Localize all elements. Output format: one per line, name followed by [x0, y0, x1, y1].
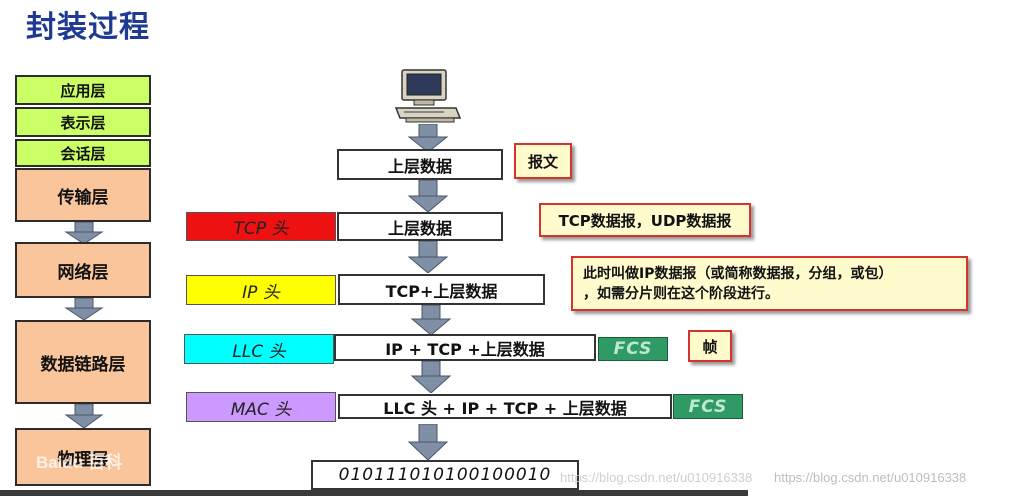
- ip-payload: TCP+上层数据: [338, 274, 545, 305]
- down-arrow-icon: [407, 124, 449, 152]
- tcp-header: TCP 头: [186, 212, 336, 241]
- ip-header: IP 头: [186, 275, 336, 305]
- page-title: 封装过程: [26, 10, 150, 45]
- bitstream-box: 010111010100100010: [311, 460, 579, 490]
- layer-application: 应用层: [15, 75, 151, 105]
- baidu-watermark: Baidu 百科: [36, 453, 122, 472]
- bottom-bar: [0, 490, 748, 496]
- down-arrow-icon: [407, 424, 449, 460]
- desktop-computer-icon: [394, 69, 462, 123]
- url-watermark: https://blog.csdn.net/u010916338: [774, 470, 967, 485]
- callout-segment: TCP数据报，UDP数据报: [539, 203, 751, 237]
- callout-packet-line2: ，如需分片则在这个阶段进行。: [583, 286, 779, 302]
- layer-presentation: 表示层: [15, 107, 151, 137]
- down-arrow-icon: [407, 241, 449, 273]
- layer-session: 会话层: [15, 139, 151, 167]
- down-arrow-icon: [64, 222, 104, 244]
- layer-physical: 物理层: [15, 428, 151, 486]
- llc-header: LLC 头: [184, 334, 334, 364]
- tcp-payload: 上层数据: [337, 212, 503, 241]
- down-arrow-icon: [64, 298, 104, 320]
- url-watermark-inner: https://blog.csdn.net/u010916338: [560, 470, 753, 485]
- callout-frame: 帧: [688, 330, 732, 362]
- down-arrow-icon: [410, 361, 452, 393]
- layer-transport: 传输层: [15, 168, 151, 222]
- down-arrow-icon: [407, 180, 449, 212]
- layer-network: 网络层: [15, 242, 151, 298]
- llc-fcs-trailer: FCS: [598, 337, 668, 361]
- layer-data-link: 数据链路层: [15, 320, 151, 404]
- down-arrow-icon: [410, 305, 452, 335]
- mac-header: MAC 头: [186, 392, 336, 422]
- mac-fcs-trailer: FCS: [673, 394, 743, 419]
- llc-payload: IP + TCP +上层数据: [334, 334, 596, 361]
- callout-packet: 此时叫做IP数据报（或简称数据报，分组，或包） ，如需分片则在这个阶段进行。: [571, 256, 968, 311]
- callout-message: 报文: [514, 143, 572, 179]
- mac-payload: LLC 头 + IP + TCP + 上层数据: [338, 394, 672, 419]
- upper-data-box: 上层数据: [337, 149, 503, 180]
- callout-packet-line1: 此时叫做IP数据报（或简称数据报，分组，或包）: [583, 266, 893, 282]
- down-arrow-icon: [64, 404, 104, 428]
